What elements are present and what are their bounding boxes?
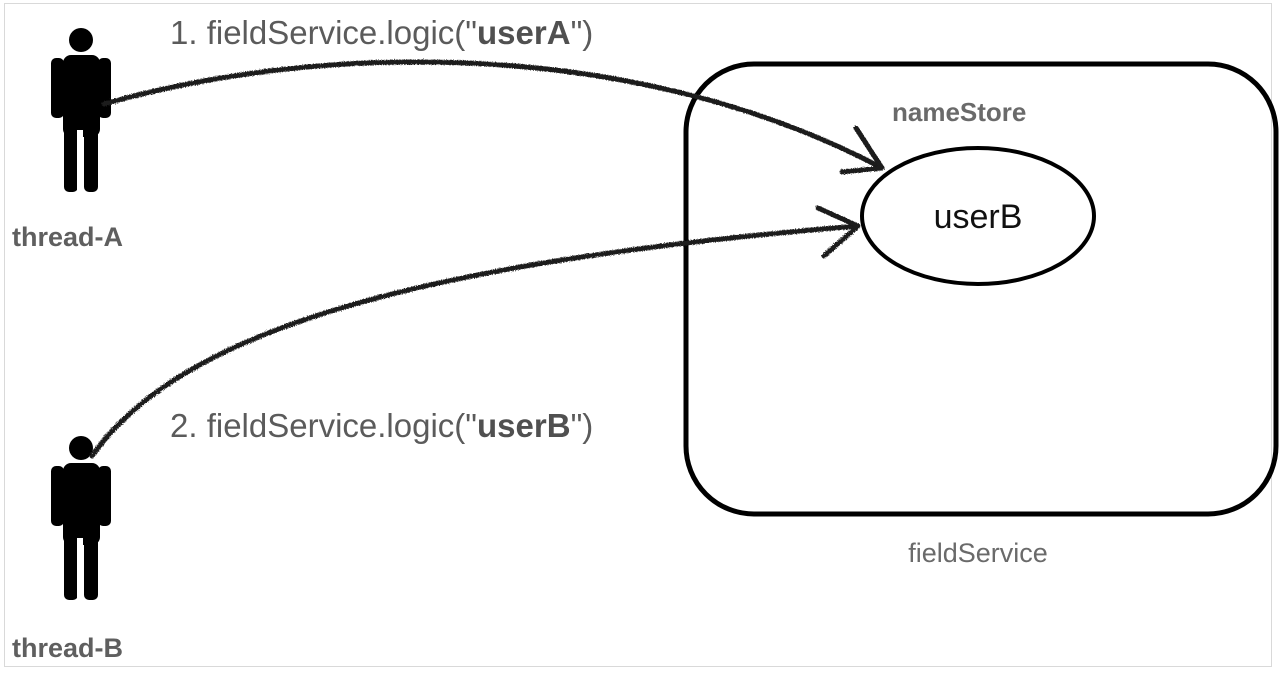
thread-b-label: thread-B — [12, 633, 123, 663]
field-service-box — [683, 61, 1279, 517]
diagram-frame — [4, 3, 1272, 667]
name-store-ellipse — [860, 146, 1096, 286]
call-label-2: 2. fieldService.logic("userB") — [170, 407, 593, 444]
field-service-label: fieldService — [908, 538, 1048, 568]
person-icon-thread-b — [51, 436, 111, 600]
arrow-head-a — [839, 125, 885, 175]
name-store-value: userB — [934, 198, 1023, 236]
leg-gap — [77, 130, 83, 192]
arrow-thread-a-to-store — [101, 59, 885, 171]
person-icon-thread-a — [51, 28, 111, 192]
arrow-head-b — [815, 205, 861, 259]
name-store-label: nameStore — [892, 97, 1026, 127]
thread-a-label: thread-A — [12, 222, 123, 252]
arrow-thread-b-to-store — [89, 223, 861, 459]
call-label-1: 1. fieldService.logic("userA") — [170, 14, 593, 51]
leg-gap — [77, 538, 83, 600]
